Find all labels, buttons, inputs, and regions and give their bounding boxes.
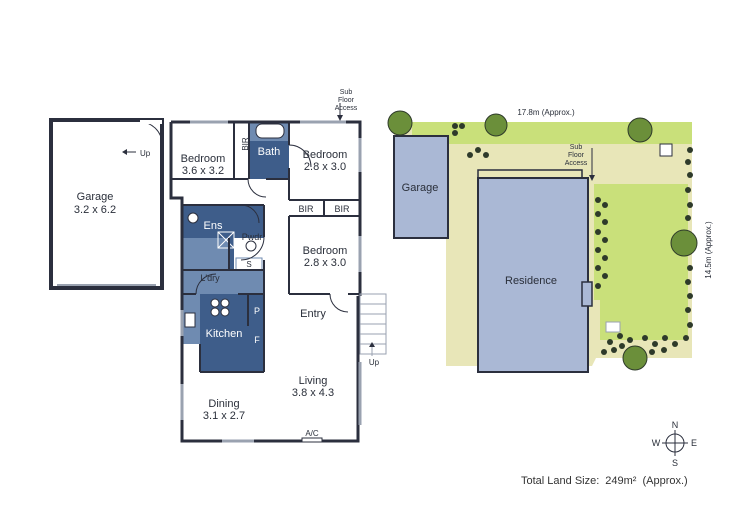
bedroom2-size: 2.8 x 3.0 xyxy=(304,161,346,173)
site-width-label: 17.8m (Approx.) xyxy=(517,108,575,117)
dining-size: 3.1 x 2.7 xyxy=(203,410,245,422)
shrubs xyxy=(452,123,693,355)
powder-room-label: Pwdr xyxy=(242,232,263,242)
storage-label: S xyxy=(246,260,251,269)
ac-unit-icon xyxy=(301,437,323,443)
site-sub-floor-arrow-icon xyxy=(589,175,595,181)
compass-south: S xyxy=(672,458,678,468)
site-entry-porch xyxy=(581,281,593,307)
ac-label: A/C xyxy=(305,429,319,438)
compass-icon: N E S W xyxy=(652,420,697,468)
land-size-label: Total Land Size: xyxy=(521,475,600,487)
sub-floor-label-3: Access xyxy=(335,105,358,112)
site-lawn xyxy=(594,184,688,340)
door-swings xyxy=(195,144,349,313)
bir-label-a: BIR xyxy=(241,137,250,151)
sink-icon xyxy=(184,312,196,328)
site-residence-label: Residence xyxy=(505,275,557,287)
garage-floor-plan: Up Garage 3.2 x 6.2 xyxy=(49,118,164,290)
bath-fill xyxy=(249,141,289,179)
bedroom2-name: Bedroom xyxy=(303,149,348,161)
toilet-icon xyxy=(187,212,199,224)
site-sub-floor-label-1: Sub xyxy=(570,144,583,151)
land-size-note: (Approx.) xyxy=(642,475,688,487)
living-size: 3.8 x 4.3 xyxy=(292,387,334,399)
bedroom3-name: Bedroom xyxy=(303,245,348,257)
entry-label: Entry xyxy=(300,308,326,320)
kitchen-fill xyxy=(200,294,264,372)
laundry-fill xyxy=(182,270,264,294)
trees xyxy=(387,110,698,371)
bath-label: Bath xyxy=(258,146,281,158)
compass-west: W xyxy=(652,438,661,448)
dining-name: Dining xyxy=(208,398,239,410)
toilet-icon-2 xyxy=(245,240,257,252)
sub-floor-label-2: Floor xyxy=(338,97,355,104)
windows xyxy=(180,120,362,443)
site-garage xyxy=(393,135,449,239)
vanity-fill xyxy=(182,238,229,270)
living-name: Living xyxy=(299,375,328,387)
kitchen-label: Kitchen xyxy=(206,328,243,340)
fridge-label: F xyxy=(254,335,260,345)
site-plan: 17.8m (Approx.) 14.5m (Approx.) Garage R… xyxy=(387,108,713,373)
site-sub-floor-label-3: Access xyxy=(565,160,588,167)
garage-size: 3.2 x 6.2 xyxy=(74,204,116,216)
steps-up-label: Up xyxy=(369,358,380,367)
sub-floor-label-1: Sub xyxy=(340,89,353,96)
total-land-size: Total Land Size: 249m² (Approx.) xyxy=(521,475,694,487)
bedroom3-size: 2.8 x 3.0 xyxy=(304,257,346,269)
bedroom1-name: Bedroom xyxy=(181,153,226,165)
site-lawn-strip xyxy=(412,122,692,144)
interior-walls xyxy=(171,122,360,373)
compass-east: E xyxy=(691,438,697,448)
laundry-label: L'dry xyxy=(200,273,220,283)
garage-name: Garage xyxy=(77,191,114,203)
site-garage-label: Garage xyxy=(402,182,439,194)
site-tank-icon xyxy=(659,143,673,157)
house-floor-plan: Bedroom 3.6 x 3.2 Bedroom 2.8 x 3.0 Bedr… xyxy=(169,89,387,443)
bir-label-b: BIR xyxy=(298,204,314,214)
garage-up-label: Up xyxy=(140,149,151,158)
garage-walls xyxy=(49,118,164,290)
bathtub-icon xyxy=(255,123,285,139)
ensuite-label: Ens xyxy=(204,220,223,232)
land-size-value: 249m² xyxy=(605,475,637,487)
pantry-label: P xyxy=(254,306,260,316)
bedroom1-size: 3.6 x 3.2 xyxy=(182,165,224,177)
site-sub-floor-label-2: Floor xyxy=(568,152,585,159)
steps-up-arrow-icon xyxy=(369,342,375,347)
compass-north: N xyxy=(672,420,679,430)
shower-icon xyxy=(217,231,235,249)
tree-icon xyxy=(387,110,413,136)
site-steps xyxy=(605,321,621,333)
site-residence xyxy=(477,177,589,373)
site-depth-label: 14.5m (Approx.) xyxy=(704,221,713,279)
bir-label-c: BIR xyxy=(334,204,350,214)
cooktop-icon xyxy=(210,298,220,308)
